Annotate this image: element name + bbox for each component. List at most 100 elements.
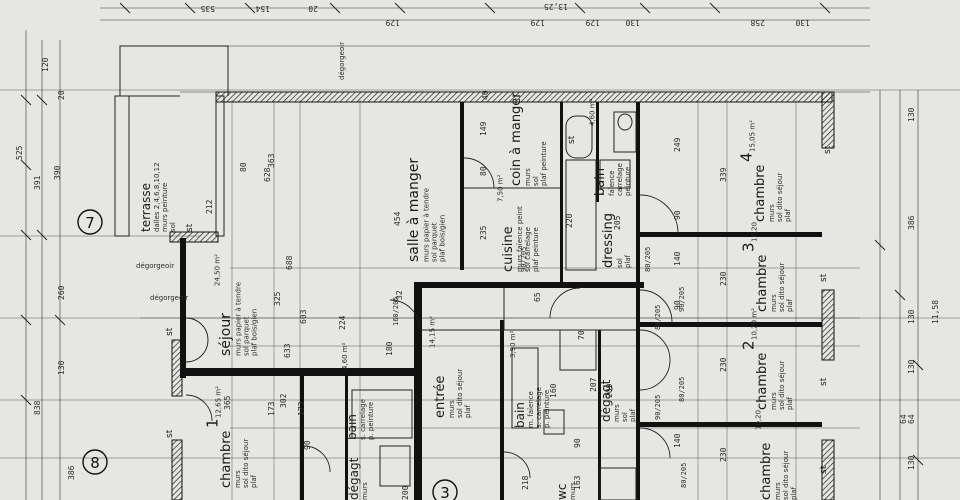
annotation-door-code: 80/205 [654,305,662,330]
dimension-interior: 140 [673,251,682,266]
partitions-and-fixtures [351,111,637,500]
dimension-interior: 200 [401,485,410,500]
annotation-labels: dégorgeoirdégorgeoirdégorgeoir80/20590/2… [136,42,833,488]
room-spec-chambre-4: plaf [784,208,792,222]
room-spec-bain-3: p. peinture [543,390,551,428]
room-spec-chambre-bottom: murs [774,482,782,500]
room-area-cuisine: 7,50 m² [496,174,504,202]
room-name-chambre-4: chambre [753,165,768,222]
room-name-bain-1: bain [593,168,608,196]
dimension-left: 20 [57,90,66,100]
room-name-degagement: dégagt [599,379,613,422]
dimension-top: 154 [255,4,270,13]
room-area-sejour: 24,50 m² [214,254,222,286]
room-name-terrasse: terrasse [139,183,153,232]
room-spec-salle-a-manger: plaf bois/gien [439,215,447,262]
annotation-door-code: 80/205 [680,463,688,488]
dimension-left: 386 [67,465,76,480]
axis-label-3: 3 [440,484,450,500]
room-name-degagement-bottom: dégagt [347,457,361,500]
dimension-interior: 230 [719,357,728,372]
room-spec-terrasse: sol [169,222,177,232]
dimension-left: 390 [53,165,62,180]
door-swings [185,157,679,479]
room-name-entree: entrée [433,376,448,418]
room-name-chambre-3: chambre [755,255,770,312]
room-spec-wc: murs [569,482,577,500]
axis-label-8: 8 [90,454,100,472]
dimension-interior: 325 [273,291,282,306]
room-spec-chambre-2: sol dito séjour [778,361,786,410]
dimension-right: 130 [907,455,916,470]
annotation-st: st [819,377,829,386]
dimension-left: 525 [15,145,24,160]
room-spec-dressing: sol [616,258,624,268]
dimension-top: 20 [308,4,318,13]
room-spec-entree: plaf [464,404,472,418]
room-spec-bain-1: peinture [624,167,632,196]
room-spec-cuisine: plaf peinture [532,227,540,272]
room-spec-degagement: murs [613,404,621,422]
room-name-chambre-1: chambre [219,431,234,488]
room-spec-sejour: sol parquet [243,316,251,356]
room-name-salle-a-manger: salle à manger [406,158,422,262]
room-area-chambre-4: 15,05 m² [748,120,756,152]
room-spec-sejour: murs papier à tendre [235,282,243,356]
room-spec-sejour: plaf bois/gien [251,309,259,356]
dimension-interior: 688 [285,255,294,270]
room-name-cuisine: cuisine [501,226,516,272]
axis-markers [77,209,458,500]
dimension-top: 129 [385,18,400,27]
dimension-interior: 235 [479,225,488,240]
annotation-door-code: 80/205 [678,377,686,402]
dimension-interior: 249 [673,137,682,152]
room-spec-chambre-bottom: plaf [790,486,798,500]
structural-walls [180,102,822,500]
dimension-interior: 32 [395,290,404,300]
dimension-interior: 40 [481,90,490,100]
room-spec-chambre-3: murs [770,294,778,312]
dimension-interior: 80 [239,162,248,172]
axis-marker-8 [82,449,108,475]
dimension-right: 130 [907,309,916,324]
room-spec-chambre-4: sol dito séjour [776,173,784,222]
dimension-interior: 230 [719,271,728,286]
annotation-st: st [567,135,577,144]
dimension-interior: 173 [297,401,306,416]
dimension-interior: 140 [673,433,682,448]
room-name-chambre-2: chambre [755,353,770,410]
dimension-right: 386 [907,215,916,230]
room-spec-chambre-3: plaf [786,298,794,312]
room-number-chambre-4: 4 [738,152,756,162]
dimension-interior: 90 [303,440,312,450]
annotation-door-code: 90/205 [520,247,528,272]
annotation-door-code: 80/205 [644,247,652,272]
annotation-st: st [819,465,829,474]
dimension-right: 64 [907,414,916,424]
dimension-interior: 209 [605,383,614,398]
room-spec-chambre-4: murs [768,204,776,222]
dimension-interior: 90 [673,210,682,220]
room-spec-chambre-3: sol dito séjour [778,263,786,312]
room-spec-degagement: plaf [629,408,637,422]
dimension-right: 64 [899,414,908,424]
annotation-st: st [819,273,829,282]
room-name-bain-3: bain [513,402,527,428]
room-spec-terrasse: murs peinture [161,183,169,232]
room-name-sejour: séjour [218,313,234,356]
dimension-top: 130 [625,18,640,27]
dimension-interior: 70 [577,330,586,340]
room-area-entree: 14,15 m² [428,316,436,348]
axis-marker-3 [432,479,458,500]
room-number-chambre-2: 2 [740,340,758,350]
dimension-top: 258 [750,18,765,27]
dimension-top: 130 [795,18,810,27]
dimension-interior: 603 [299,309,308,324]
dimension-top: 129 [530,18,545,27]
dimension-top: 535 [200,4,215,13]
room-name-wc: wc [555,484,569,500]
annotation-door-code: 160/205 [392,296,400,326]
